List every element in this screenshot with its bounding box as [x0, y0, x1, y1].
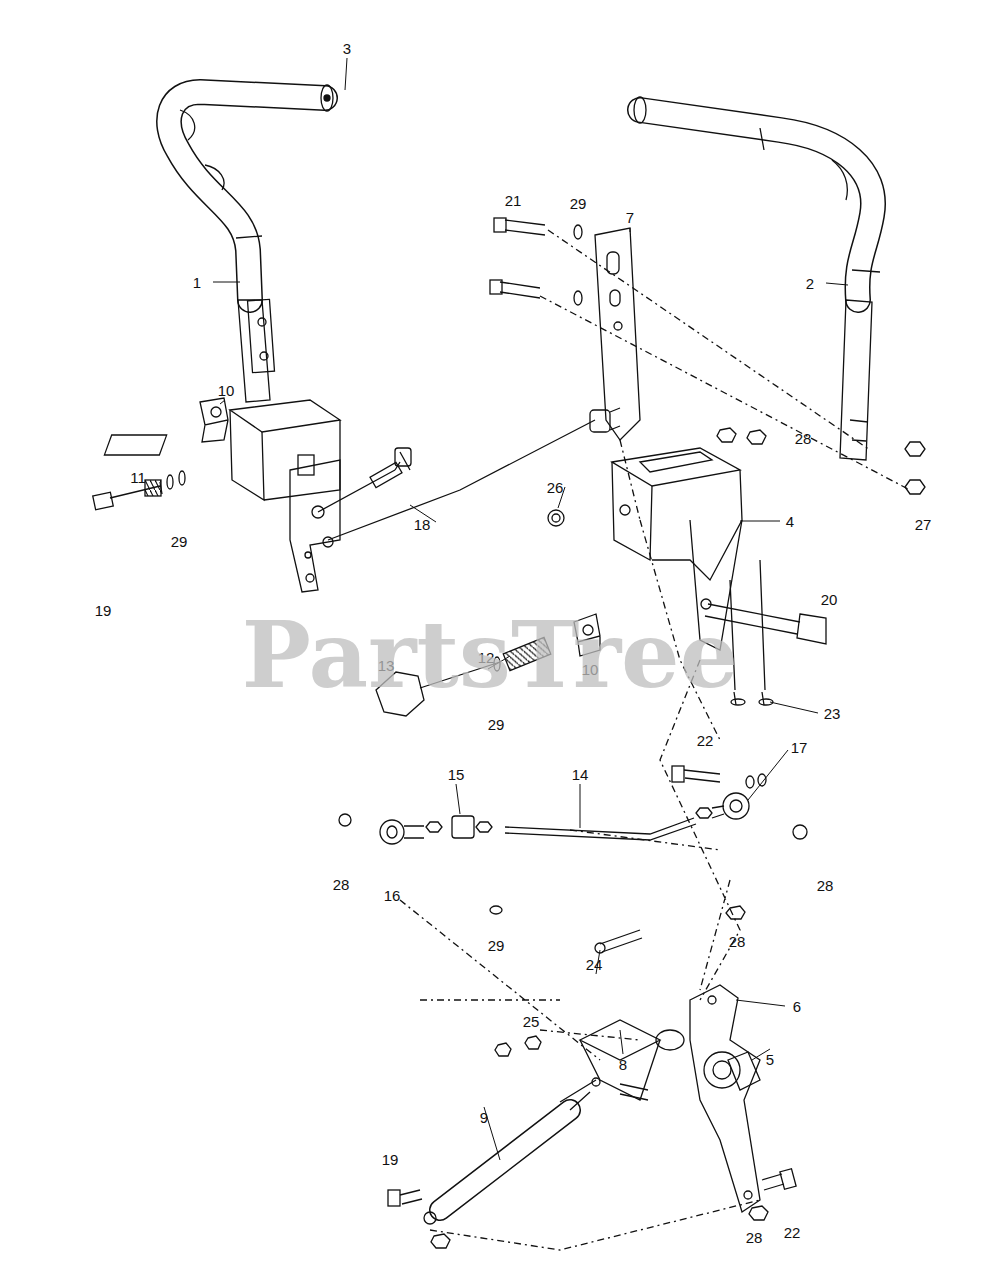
callout-number: 19	[95, 603, 112, 618]
callout-number: 29	[488, 938, 505, 953]
callout-number: 8	[619, 1057, 627, 1072]
callout-number: 2	[806, 276, 814, 291]
callout-number: 21	[505, 193, 522, 208]
callout-number: 22	[697, 733, 714, 748]
callout-number: 5	[766, 1052, 774, 1067]
callout-number: 28	[817, 878, 834, 893]
callout-number: 28	[795, 431, 812, 446]
callout-number: 22	[784, 1225, 801, 1240]
callout-number: 28	[746, 1230, 763, 1245]
callout-number: 27	[915, 517, 932, 532]
callout-number: 4	[786, 514, 794, 529]
callout-number: 18	[414, 517, 431, 532]
callout-number: 3	[343, 41, 351, 56]
callout-number: 17	[791, 740, 808, 755]
callout-number: 25	[523, 1014, 540, 1029]
callout-number: 28	[729, 934, 746, 949]
callout-number: 29	[488, 717, 505, 732]
callout-number: 1	[193, 275, 201, 290]
callout-number: 7	[626, 210, 634, 225]
callout-number: 14	[572, 767, 589, 782]
callout-number: 19	[382, 1152, 399, 1167]
callout-number: 15	[448, 767, 465, 782]
callout-number: 24	[586, 957, 603, 972]
callout-number: 16	[384, 888, 401, 903]
callout-number: 11	[130, 470, 146, 485]
callout-number: 26	[547, 480, 564, 495]
callout-number: 10	[218, 383, 235, 398]
watermark: PartsTree	[242, 609, 738, 701]
callout-number: 9	[480, 1110, 488, 1125]
callout-number: 20	[821, 592, 838, 607]
callout-number: 28	[333, 877, 350, 892]
callout-number: 29	[570, 196, 587, 211]
callout-number: 6	[793, 999, 801, 1014]
callout-number: 23	[824, 706, 841, 721]
callout-number: 29	[171, 534, 188, 549]
